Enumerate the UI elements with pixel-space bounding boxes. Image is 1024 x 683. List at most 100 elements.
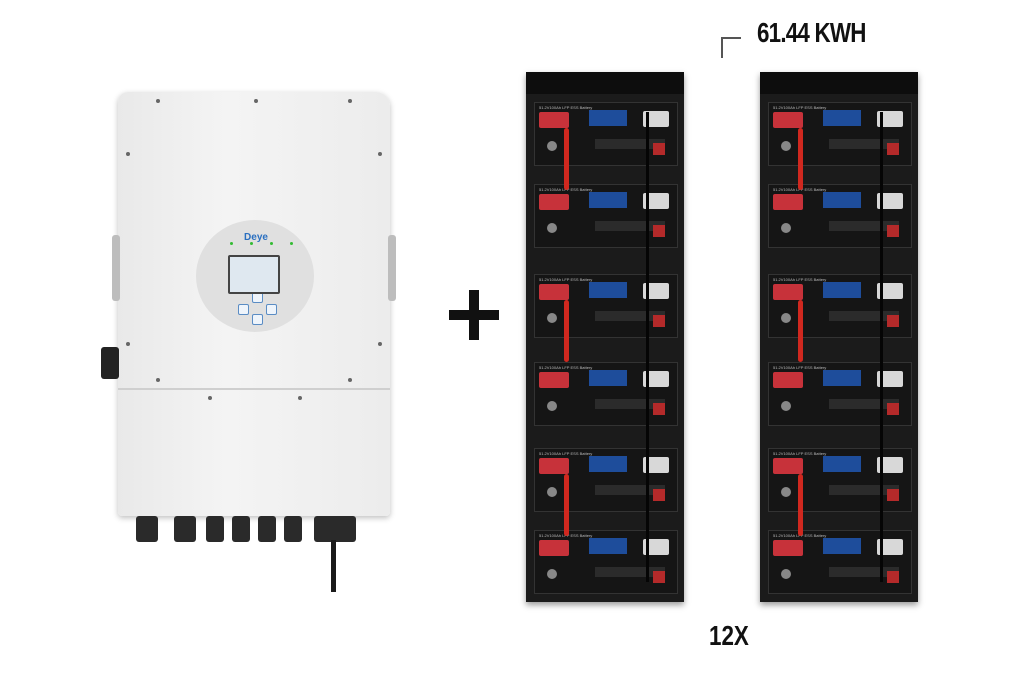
panel-button[interactable] [266,304,277,315]
battery-module: 51.2V100Ah LFP ESS Battery [534,184,678,248]
bracket-line [721,37,741,39]
status-led [290,242,293,245]
inverter-cable [331,540,336,592]
communication-ports [595,139,665,149]
battery-display [589,456,627,472]
negative-terminal-block [877,457,903,473]
positive-terminal-block [539,540,569,556]
module-label: 51.2V100Ah LFP ESS Battery [539,451,593,456]
battery-rack: 51.2V100Ah LFP ESS Battery 51.2V100Ah LFP… [526,72,684,602]
brand-logo [653,143,665,155]
brand-logo [653,489,665,501]
cable-gland [206,516,224,542]
battery-display [823,110,861,126]
deye-logo: Deye [244,232,268,243]
module-label: 51.2V100Ah LFP ESS Battery [773,451,827,456]
battery-module: 51.2V100Ah LFP ESS Battery [534,102,678,166]
brand-logo [887,315,899,327]
module-count-label: 12X [709,620,749,651]
red-power-cable [798,474,803,536]
red-power-cable [798,300,803,362]
cable-gland [314,516,356,542]
brand-logo [653,403,665,415]
communication-ports [595,311,665,321]
battery-module: 51.2V100Ah LFP ESS Battery [768,102,912,166]
negative-terminal-block [877,111,903,127]
negative-terminal-block [643,457,669,473]
power-button[interactable] [547,401,557,411]
battery-module: 51.2V100Ah LFP ESS Battery [534,530,678,594]
battery-display [823,456,861,472]
panel-button[interactable] [238,304,249,315]
battery-display [589,370,627,386]
module-label: 51.2V100Ah LFP ESS Battery [539,105,593,110]
power-button[interactable] [781,401,791,411]
panel-button[interactable] [252,314,263,325]
control-panel [196,220,314,332]
battery-module: 51.2V100Ah LFP ESS Battery [768,274,912,338]
brand-logo [887,571,899,583]
negative-terminal-block [643,193,669,209]
power-button[interactable] [547,141,557,151]
battery-display [589,538,627,554]
cable-gland [258,516,276,542]
battery-display [823,282,861,298]
negative-terminal-block [643,539,669,555]
battery-display [823,370,861,386]
battery-rack: 51.2V100Ah LFP ESS Battery 51.2V100Ah LFP… [760,72,918,602]
negative-terminal-block [877,539,903,555]
brand-logo [887,143,899,155]
battery-display [823,538,861,554]
brand-logo [653,315,665,327]
power-button[interactable] [781,569,791,579]
screw [298,396,302,400]
module-label: 51.2V100Ah LFP ESS Battery [773,365,827,370]
power-button[interactable] [781,223,791,233]
module-label: 51.2V100Ah LFP ESS Battery [539,277,593,282]
battery-display [589,110,627,126]
cable-gland [174,516,196,542]
brand-logo [887,489,899,501]
power-button[interactable] [547,313,557,323]
battery-display [589,192,627,208]
red-power-cable [564,128,569,190]
screw [126,342,130,346]
communication-ports [595,221,665,231]
positive-terminal-block [773,372,803,388]
black-power-cable [646,112,649,582]
hybrid-inverter: Deye [118,92,390,542]
bracket-line [721,37,723,58]
cable-gland [136,516,158,542]
plus-icon [469,290,479,340]
power-button[interactable] [781,313,791,323]
power-button[interactable] [547,223,557,233]
battery-display [823,192,861,208]
positive-terminal-block [773,458,803,474]
positive-terminal-block [539,194,569,210]
red-power-cable [564,474,569,536]
capacity-label: 61.44 KWH [757,17,866,48]
battery-display [589,282,627,298]
red-power-cable [798,128,803,190]
inverter-handle-right [388,235,396,301]
module-label: 51.2V100Ah LFP ESS Battery [539,365,593,370]
battery-module: 51.2V100Ah LFP ESS Battery [534,362,678,426]
screw [156,99,160,103]
battery-module: 51.2V100Ah LFP ESS Battery [534,274,678,338]
module-label: 51.2V100Ah LFP ESS Battery [773,105,827,110]
negative-terminal-block [643,371,669,387]
battery-module: 51.2V100Ah LFP ESS Battery [768,530,912,594]
red-power-cable [564,300,569,362]
positive-terminal-block [773,540,803,556]
inverter-panel-seam [118,388,390,390]
screw [254,99,258,103]
positive-terminal-block [539,112,569,128]
power-button[interactable] [781,141,791,151]
dc-switch[interactable] [101,347,119,379]
screw [208,396,212,400]
power-button[interactable] [547,487,557,497]
battery-module: 51.2V100Ah LFP ESS Battery [768,448,912,512]
power-button[interactable] [547,569,557,579]
negative-terminal-block [643,111,669,127]
power-button[interactable] [781,487,791,497]
